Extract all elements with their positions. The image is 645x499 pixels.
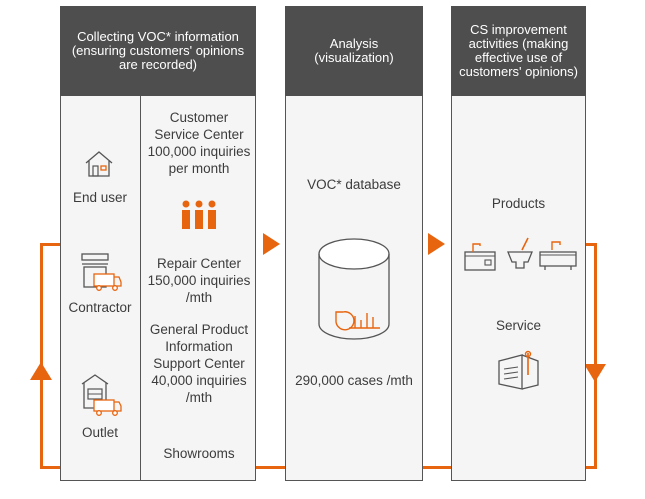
products-label: Products	[491, 196, 546, 211]
washbasin-icon	[464, 243, 496, 271]
loop-line-left	[40, 243, 43, 469]
channel-repair: Repair Center 150,000 inquiries /mth	[147, 256, 251, 305]
channel-customer-service: Customer Service Center 100,000 inquirie…	[147, 110, 251, 176]
flow-arrow-icon	[428, 233, 445, 255]
channel-showrooms: Showrooms	[163, 446, 235, 461]
channel-general: General Product Information Support Cent…	[149, 322, 249, 405]
house-icon	[85, 151, 113, 177]
cs-header: CS improvement activities (making effect…	[451, 6, 586, 96]
loop-line-right-top	[586, 243, 597, 246]
collect-header: Collecting VOC* information (ensuring cu…	[60, 6, 256, 96]
source-end-user: End user	[72, 190, 128, 205]
source-contractor: Contractor	[68, 300, 132, 315]
warehouse-truck-icon	[81, 374, 122, 416]
bathtub-icon	[539, 241, 577, 270]
service-shop-icon	[498, 350, 539, 390]
loop-line-left-top	[40, 243, 60, 246]
service-label: Service	[495, 318, 541, 333]
shop-truck-icon	[81, 253, 122, 291]
db-label: VOC* database	[307, 177, 401, 192]
arrow-down-icon	[584, 364, 606, 382]
people-icon	[182, 200, 216, 229]
loop-line-right	[594, 243, 597, 469]
arrow-up-icon	[30, 362, 52, 380]
toilet-icon	[507, 237, 533, 269]
analysis-header: Analysis (visualization)	[285, 6, 423, 96]
database-icon	[318, 238, 390, 340]
collect-divider	[140, 96, 141, 481]
flow-arrow-icon	[263, 233, 280, 255]
cases-count: 290,000 cases /mth	[295, 373, 413, 388]
source-outlet: Outlet	[81, 425, 119, 440]
